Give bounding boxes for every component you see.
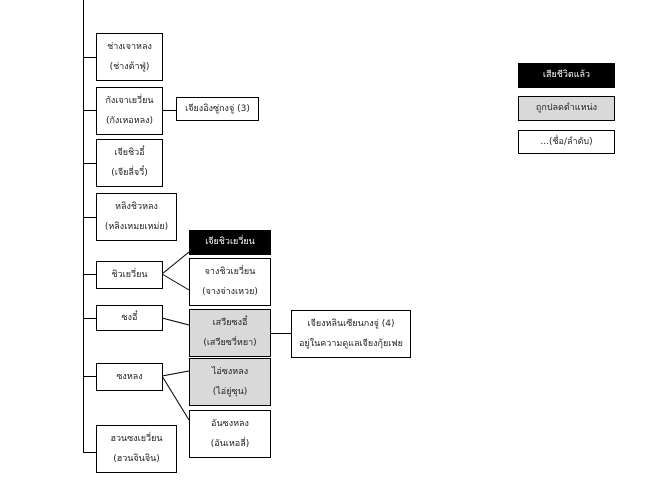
node-alias: (กังเหอหลง)	[105, 115, 154, 126]
node-name: ฮวนซงเยวี่ยน	[110, 434, 163, 445]
node-name: ซงหลง	[116, 371, 143, 382]
node-ai-songlong: ไอ่ซงหลง (ไอ่ยู่ซุน)	[189, 358, 271, 406]
node-alias: (เสวียซวี่หยา)	[203, 337, 257, 348]
legend-removed: ถูกปลดตำแหน่ง	[518, 96, 615, 121]
legend-deceased: เสียชีวิตแล้ว	[518, 63, 615, 88]
link-chiu-1	[161, 251, 190, 275]
node-jia-chiuyueyuan: เจียชิวเยวี่ยน	[189, 230, 271, 255]
legend-label: ...(ชื่อ/ลำดับ)	[540, 136, 593, 147]
node-huan-songyueyuan: ฮวนซงเยวี่ยน (ฮวนจินจิน)	[96, 425, 177, 473]
node-name: เสวียซงอี๋	[212, 318, 248, 329]
node-name: กังเจาเยวี่ยน	[105, 96, 154, 107]
node-name: เจียชิวเยวี่ยน	[205, 237, 255, 248]
node-name: เจียงอิงซู่กงจู่ (3)	[185, 103, 250, 114]
node-name: ไอ่ซงหลง	[211, 367, 249, 378]
node-alias: (ช่างต้าฟู่)	[109, 61, 150, 72]
node-alias: (อันเหอลี่)	[210, 438, 250, 449]
node-jia-chiuyi: เจียชิวอี๋ (เจียลี่จวี๋)	[96, 139, 163, 187]
node-jang-chiuyueyuan: จางชิวเยวี่ยน (จางจ่างเหวย)	[189, 258, 271, 306]
node-alias: (จางจ่างเหวย)	[202, 286, 258, 297]
node-name: ซงอี๋	[121, 312, 138, 323]
legend-label: ถูกปลดตำแหน่ง	[535, 103, 598, 114]
node-song-long: ซงหลง	[96, 363, 163, 391]
node-an-songlong: อันซงหลง (อันเหอลี่)	[189, 410, 271, 458]
node-alias: (ไอ่ยู่ซุน)	[212, 386, 248, 397]
node-chang-jaolong: ช่างเจาหลง (ช่างต้าฟู่)	[96, 33, 163, 81]
link-songlong-2	[161, 375, 190, 421]
node-name: ชิวเยวี่ยน	[111, 269, 148, 280]
link-songlong-1	[161, 370, 190, 377]
legend-normal: ...(ชื่อ/ลำดับ)	[518, 130, 615, 154]
node-name: หลิงชิวหลง	[115, 202, 158, 213]
link-song-yi	[161, 317, 190, 326]
node-jiang-linxian: เจียงหลินเซียนกงจู่ (4) อยู่ในความดูแลเจ…	[291, 310, 411, 358]
node-name: อันซงหลง	[211, 419, 249, 430]
node-jiang-yingsu: เจียงอิงซู่กงจู่ (3)	[176, 97, 259, 121]
node-song-yi: ซงอี๋	[96, 305, 163, 331]
node-alias: (เจียลี่จวี๋)	[111, 167, 148, 178]
node-name: เจียงหลินเซียนกงจู่ (4)	[307, 319, 395, 330]
node-alias: (หลิงเหมยเหม่ย)	[104, 221, 169, 232]
node-alias: (ฮวนจินจิน)	[113, 453, 160, 464]
node-ling-chiulong: หลิงชิวหลง (หลิงเหมยเหม่ย)	[96, 193, 177, 241]
node-name: เจียชิวอี๋	[114, 148, 145, 159]
node-xue-songyi: เสวียซงอี๋ (เสวียซวี่หยา)	[189, 309, 271, 357]
link-chiu-2	[161, 273, 190, 291]
legend-label: เสียชีวิตแล้ว	[542, 70, 591, 81]
node-name: ช่างเจาหลง	[107, 42, 152, 53]
node-kang-jaoyueyuan: กังเจาเยวี่ยน (กังเหอหลง)	[96, 87, 163, 135]
node-note: อยู่ในความดูแลเจียงกุ้ยเฟย	[299, 338, 403, 349]
node-chiu-yueyuan: ชิวเยวี่ยน	[96, 261, 163, 289]
node-name: จางชิวเยวี่ยน	[204, 267, 256, 278]
